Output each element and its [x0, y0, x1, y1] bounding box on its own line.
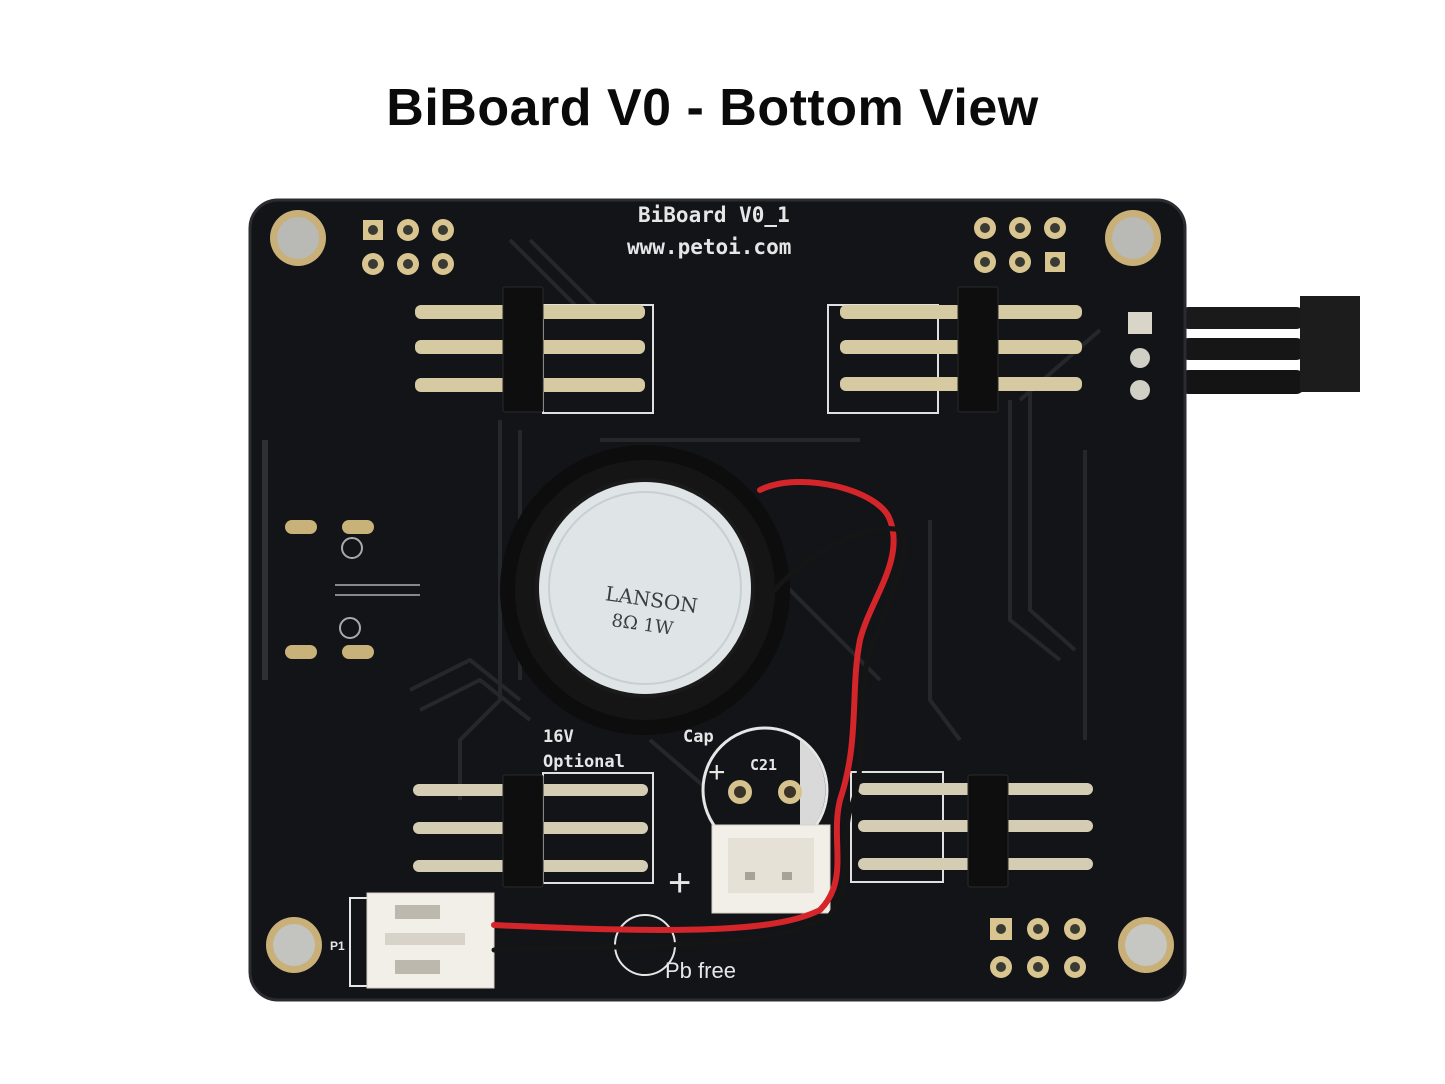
slot-pads-left — [285, 520, 420, 659]
capacitor-c21-footprint — [701, 726, 829, 854]
board-name-label: BiBoard V0_1 — [638, 203, 790, 227]
cap-word-label: Cap — [683, 727, 714, 747]
connector-ref-label: P1 — [330, 939, 345, 953]
servo-cable — [1180, 296, 1360, 394]
cap-ref-label: C21 — [750, 756, 777, 774]
speaker — [500, 445, 790, 735]
pad-group-top-right — [974, 217, 1066, 273]
cable-pads — [1128, 312, 1152, 400]
mounting-holes — [266, 210, 1174, 973]
jst-connector-speaker — [711, 824, 831, 914]
page-title: BiBoard V0 - Bottom View — [386, 79, 1039, 137]
pin-header-top-right — [840, 286, 1082, 413]
board-url-label: www.petoi.com — [627, 235, 791, 259]
cap-note-voltage: 16V — [543, 727, 574, 747]
pad-group-bottom-right — [990, 918, 1086, 978]
pcb-traces — [409, 238, 1102, 802]
jst-connector-p1 — [349, 892, 495, 989]
power-plus-label: + — [668, 861, 691, 905]
pin-header-bottom-left — [413, 774, 648, 888]
cap-plus-label: + — [708, 756, 726, 789]
pb-free-label: Pb free — [665, 958, 736, 983]
pin-header-top-left — [415, 286, 645, 413]
cap-note-optional: Optional — [543, 752, 625, 772]
pad-group-top-left — [362, 219, 454, 275]
pin-header-bottom-right — [858, 774, 1093, 888]
speaker-wires — [491, 479, 907, 953]
